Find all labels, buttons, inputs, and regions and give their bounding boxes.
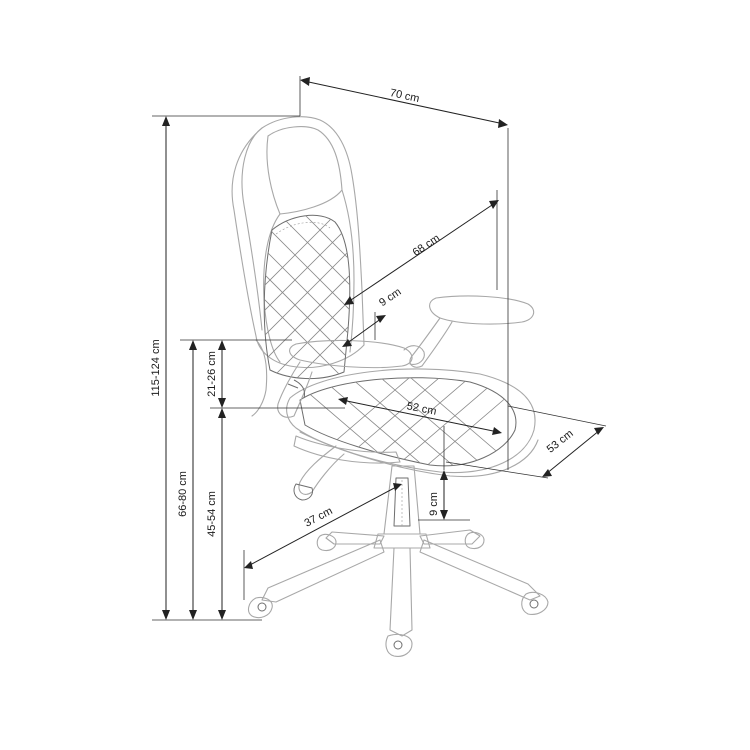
backrest-bolster-right [341,189,355,353]
armrest-right-support [409,317,453,368]
label-seat-height: 45-54 cm [206,491,218,537]
caster-left [247,596,273,619]
tilt-mechanism [293,435,401,464]
seat-quilted-panel [299,377,517,467]
label-backrest-height: 68 cm [411,232,443,259]
backrest-stitch-line [275,222,331,235]
label-gas-lift: 9 cm [428,492,440,516]
armrest-left-support [277,361,313,418]
label-base-radius: 37 cm [303,505,335,530]
base-leg-left [261,539,385,603]
backrest-quilted-panel [263,214,351,380]
seat-cushion [286,368,536,474]
gas-lift-lever [298,445,345,495]
dim-seat-height-floor: 66-80 cm [177,339,292,620]
gas-lift-lever-knob [293,483,313,501]
dim-backrest-height: 68 cm [344,190,499,305]
caster-right [521,591,549,615]
dim-gas-lift: 9 cm [418,426,470,521]
caster-front [385,633,413,657]
dim-armrest-height: 21-26 cm [206,340,226,408]
caster-back-left [316,533,337,552]
headrest-pad [266,126,343,215]
dim-seat-height: 45-54 cm [206,407,345,620]
label-total-height: 115-124 cm [150,339,162,396]
label-depth: 53 cm [545,428,576,456]
seat-diamond-stitching [300,377,516,466]
label-armrest-height: 21-26 cm [206,351,218,397]
headrest-wing-left [241,127,263,331]
base-leg-front [389,547,413,637]
label-backrest-gap: 9 cm [377,286,403,309]
dim-depth: 53 cm [445,405,607,479]
armrest-left-pad [289,339,413,369]
label-seat-height-floor: 66-80 cm [177,471,189,517]
gas-cylinder [393,477,411,527]
dimension-lines: 115-124 cm 66-80 cm 45-54 cm 21-26 cm [150,76,607,621]
dim-total-height: 115-124 cm [150,115,300,621]
chair-illustration [231,116,549,657]
base-leg-back-right [419,529,481,545]
backrest-diamond-stitching [264,215,350,379]
caster-back-right [464,531,485,550]
dim-width: 70 cm [299,76,509,470]
armrest-right-pad [429,295,535,325]
dim-seat-depth: 52 cm [338,397,502,435]
base-leg-right [419,539,541,601]
armrest-right-joint [403,345,425,365]
base-leg-back-left [325,531,385,545]
armrest-left-bracket [287,379,305,399]
base-hub [373,533,431,549]
dim-base-radius: 37 cm [243,483,402,600]
label-seat-depth: 52 cm [406,400,438,417]
armrest-left-arm [251,339,268,417]
